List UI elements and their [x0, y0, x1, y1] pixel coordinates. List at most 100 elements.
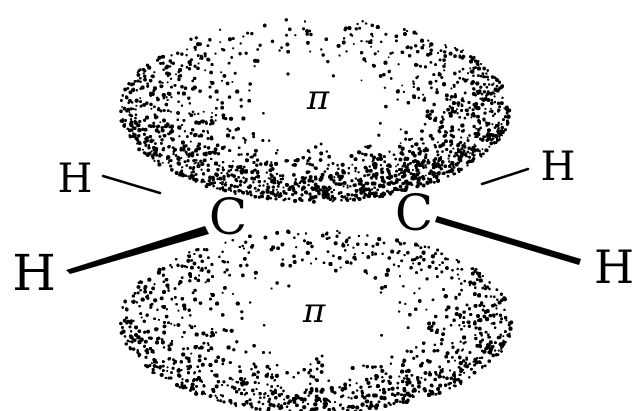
stipple-dot [466, 155, 469, 158]
stipple-dot [442, 111, 446, 114]
stipple-dot [440, 76, 444, 79]
stipple-dot [372, 155, 376, 160]
stipple-dot [472, 87, 476, 91]
stipple-dot [472, 124, 476, 129]
stipple-dot [178, 135, 181, 138]
stipple-dot [459, 50, 463, 54]
stipple-dot [375, 194, 378, 198]
stipple-dot [256, 174, 261, 179]
stipple-dot [449, 133, 453, 137]
stipple-dot [341, 40, 346, 45]
stipple-dot [375, 177, 378, 180]
stipple-dot [392, 153, 396, 157]
stipple-dot [241, 116, 246, 121]
stipple-dot [249, 193, 253, 197]
stipple-dot [187, 96, 191, 100]
stipple-dot [389, 174, 394, 179]
stipple-dot [482, 66, 487, 71]
stipple-dot [161, 93, 166, 97]
stipple-dot [453, 154, 456, 158]
stipple-dot [419, 149, 423, 153]
stipple-dot [479, 97, 482, 100]
stipple-dot [350, 179, 354, 183]
stipple-dot [255, 163, 259, 167]
stipple-dot [475, 127, 478, 130]
stipple-dot [432, 73, 436, 77]
stipple-dot [311, 199, 316, 204]
stipple-dot [468, 152, 471, 155]
stipple-dot [302, 27, 305, 31]
stipple-dot [218, 164, 221, 167]
stipple-dot [162, 118, 166, 123]
stipple-dot [424, 174, 427, 177]
stipple-dot [467, 101, 471, 104]
stipple-dot [174, 171, 179, 175]
stipple-dot [246, 152, 249, 156]
stipple-dot [204, 54, 207, 58]
stipple-dot [214, 161, 218, 166]
stipple-dot [145, 101, 149, 105]
stipple-dot [154, 142, 157, 145]
stipple-dot [435, 88, 439, 91]
stipple-dot [119, 99, 123, 102]
stipple-dot [377, 133, 381, 137]
stipple-dot [175, 73, 177, 76]
stipple-dot [401, 175, 405, 179]
stipple-dot [498, 138, 501, 141]
stipple-dot [210, 175, 215, 180]
stipple-dot [269, 163, 273, 168]
stipple-dot [318, 158, 323, 162]
stipple-dot [199, 159, 203, 163]
stipple-dot [472, 114, 476, 118]
stipple-dot [401, 165, 405, 168]
stipple-dot [308, 170, 311, 173]
stipple-dot [253, 58, 258, 63]
stipple-dot [206, 57, 210, 62]
stipple-dot [221, 79, 224, 82]
stipple-dot [439, 167, 444, 171]
stipple-dot [414, 63, 418, 67]
stipple-dot [403, 32, 407, 36]
stipple-dot [484, 107, 487, 110]
stipple-dot [462, 149, 466, 153]
stipple-dot [214, 106, 218, 110]
stipple-dot [425, 166, 428, 169]
stipple-dot [356, 178, 361, 182]
stipple-dot [170, 95, 173, 99]
stipple-dot [370, 41, 373, 44]
stipple-dot [285, 42, 290, 47]
stipple-dot [275, 151, 278, 155]
stipple-dot [191, 175, 195, 179]
stipple-dot [161, 61, 165, 65]
stipple-dot [411, 159, 416, 164]
stipple-dot [139, 97, 142, 100]
stipple-dot [133, 79, 137, 83]
stipple-dot [186, 159, 190, 163]
stipple-dot [194, 133, 198, 136]
stipple-dot [300, 193, 304, 197]
stipple-dot [395, 39, 398, 43]
stipple-dot [258, 184, 261, 188]
stipple-dot [193, 45, 197, 50]
stipple-dot [221, 47, 224, 51]
stipple-dot [171, 61, 176, 66]
stipple-dot [208, 95, 212, 99]
stipple-dot [466, 139, 470, 142]
stipple-dot [424, 164, 427, 167]
stipple-dot [365, 40, 368, 43]
stipple-dot [466, 112, 470, 116]
stipple-dot [460, 123, 465, 128]
stipple-dot [242, 176, 245, 179]
stipple-dot [204, 184, 209, 189]
stipple-dot [188, 62, 192, 67]
stipple-dot [358, 26, 362, 30]
stipple-dot [496, 101, 501, 105]
stipple-dot [442, 50, 447, 54]
stipple-dot [389, 52, 393, 55]
stipple-dot [162, 109, 166, 112]
stipple-dot [191, 79, 194, 83]
stipple-dot [203, 52, 207, 56]
stipple-dot [149, 102, 153, 107]
stipple-dot [312, 188, 315, 191]
stipple-dot [350, 193, 354, 197]
